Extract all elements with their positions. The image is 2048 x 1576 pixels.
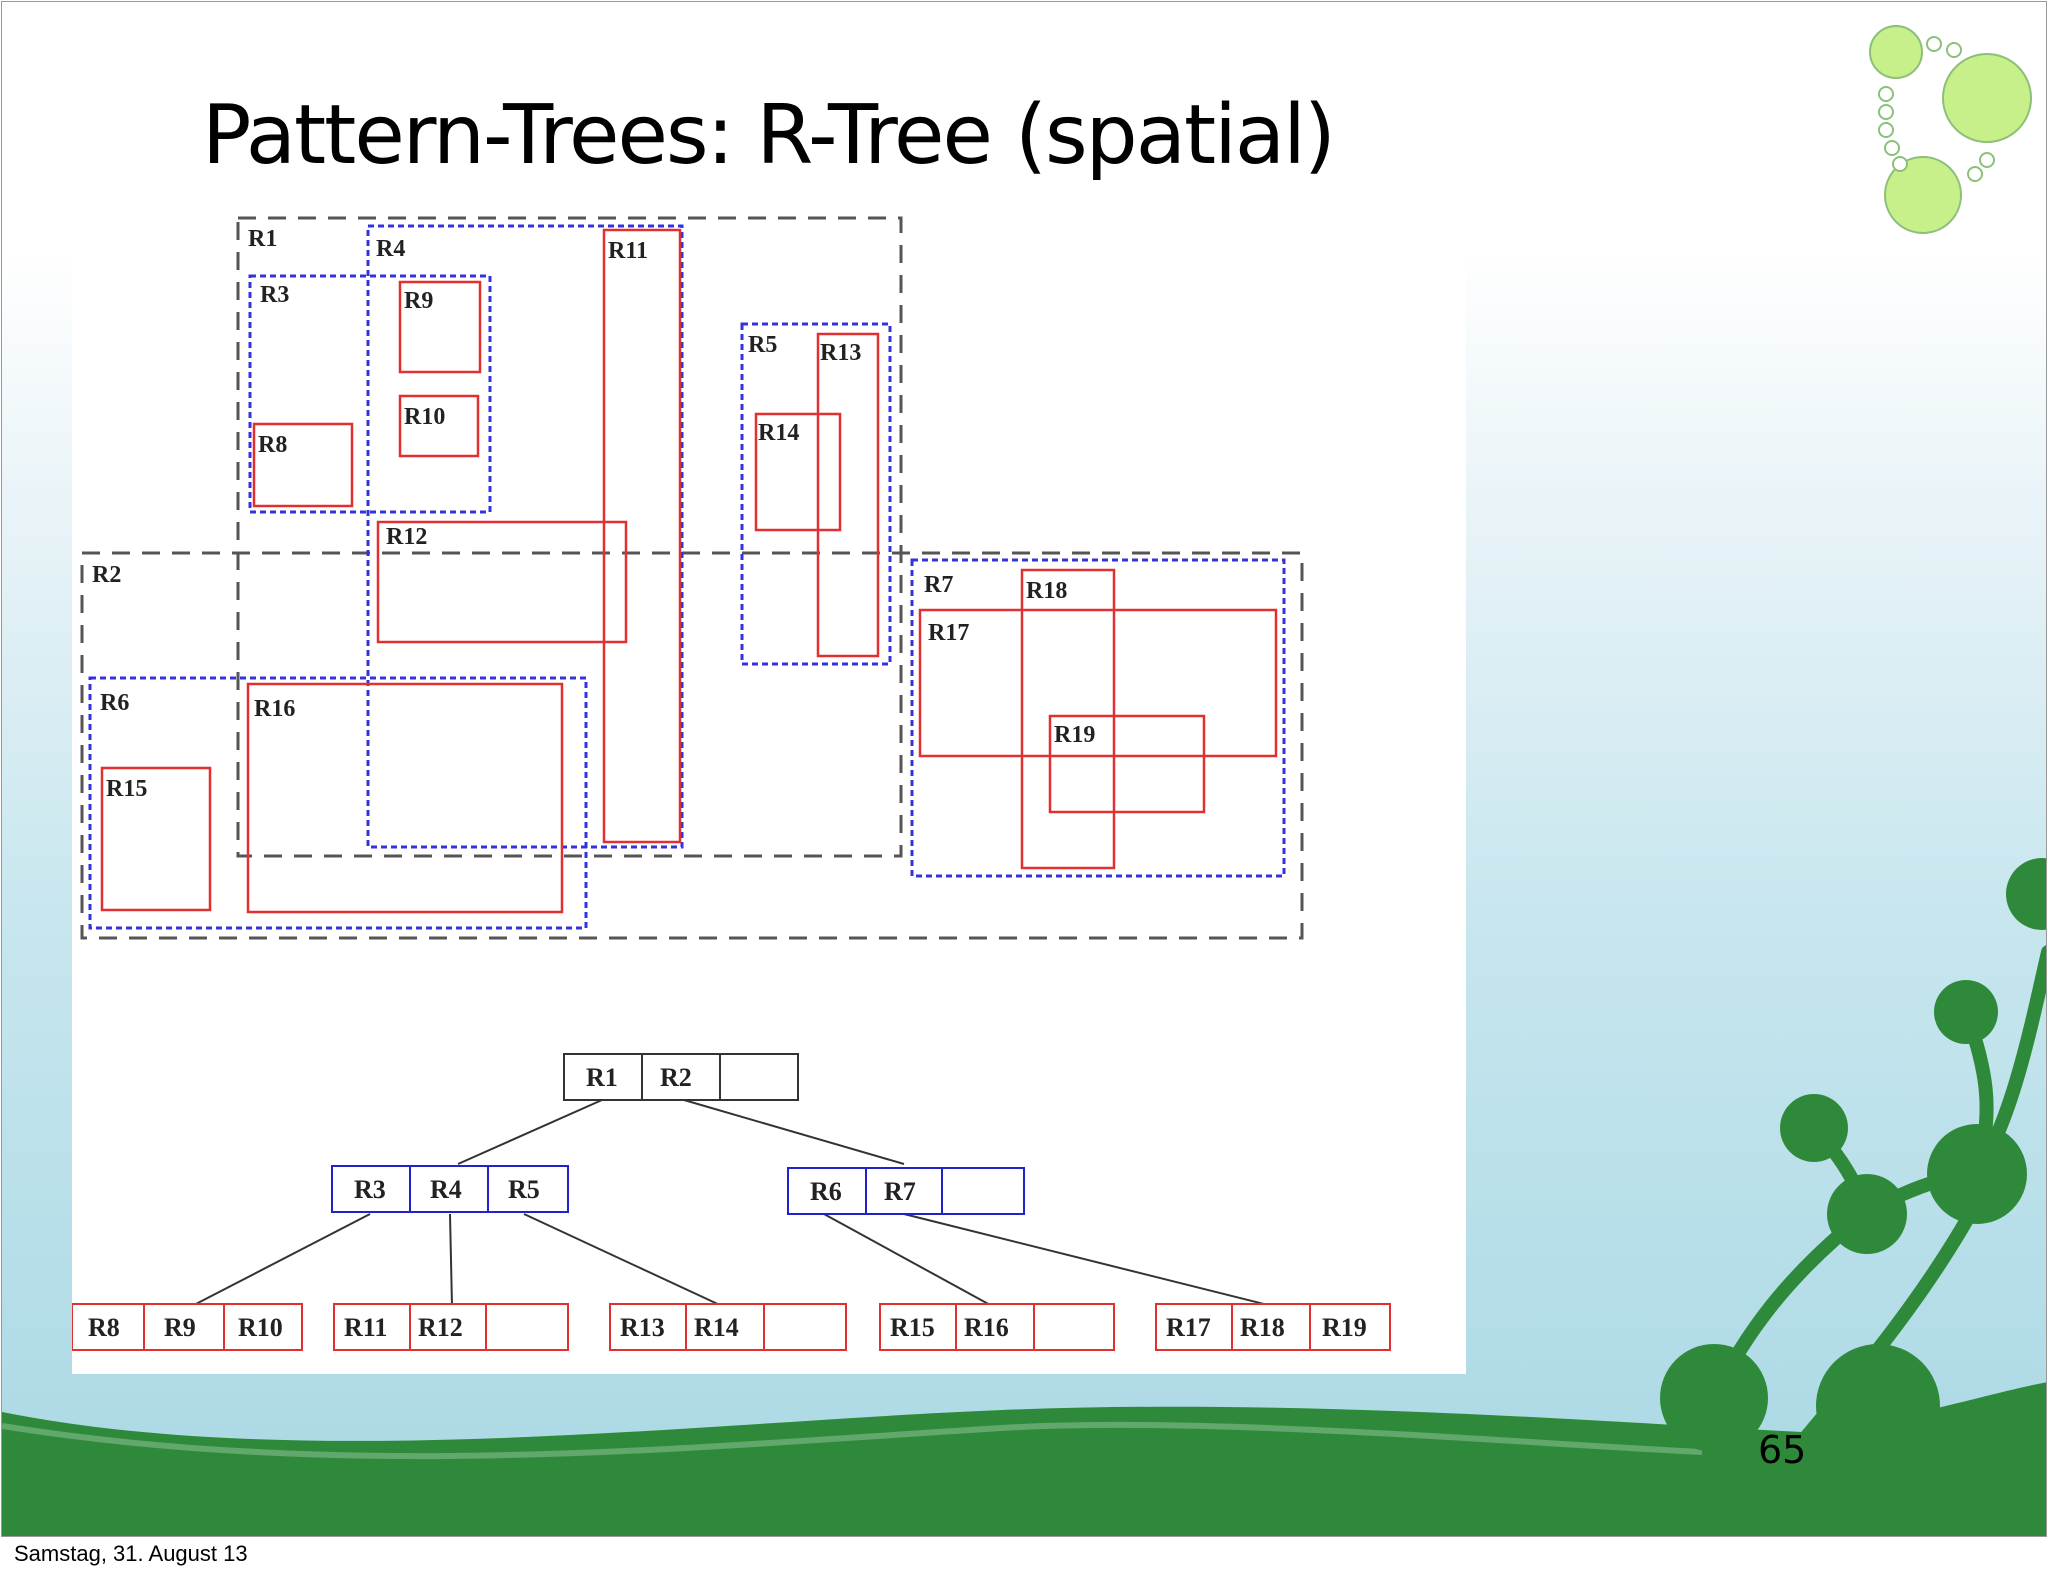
- tree-leaf-entry: R8: [88, 1313, 120, 1342]
- tree-node-entry: R7: [884, 1177, 916, 1206]
- tree-edges: [191, 1099, 1273, 1307]
- label-r3: R3: [260, 282, 289, 308]
- region-r7: [910, 558, 1286, 878]
- region-r4: [366, 224, 684, 849]
- region-r6: [88, 676, 588, 930]
- label-r9: R9: [404, 288, 433, 314]
- background-decoration: [2, 25, 2046, 1536]
- tree-leaf-entry: R14: [694, 1313, 739, 1342]
- slide-title: Pattern-Trees: R-Tree (spatial): [202, 88, 1336, 183]
- region-r3: [248, 274, 492, 514]
- region-r17: [918, 608, 1278, 758]
- label-r8: R8: [258, 432, 287, 458]
- tree-leaf-entry: R10: [238, 1313, 283, 1342]
- region-r11: [602, 228, 682, 844]
- rtree-figure: R1 R2 R3 R4 R5 R6 R7 R8 R9 R10 R11 R12 R…: [72, 216, 1466, 1374]
- region-r15: [100, 766, 212, 912]
- tree-node-r6-r7: R6 R7: [787, 1167, 1025, 1215]
- tree-leaf-r13-r14: R13 R14: [609, 1303, 847, 1351]
- tree-leaf-r11-r12: R11 R12: [333, 1303, 569, 1351]
- tree-leaf-entry: R11: [344, 1313, 387, 1342]
- label-r7: R7: [924, 572, 953, 598]
- tree-leaf-entry: R18: [1240, 1313, 1285, 1342]
- tree-node-entry: R6: [810, 1177, 842, 1206]
- region-r18: [1020, 568, 1116, 870]
- label-r11: R11: [608, 238, 648, 264]
- region-r13: [816, 332, 880, 658]
- region-r12: [376, 520, 628, 644]
- label-r6: R6: [100, 690, 129, 716]
- berry-icon: [1660, 858, 2046, 1468]
- tree-leaf-entry: R15: [890, 1313, 935, 1342]
- page-number: 65: [1758, 1428, 1807, 1472]
- tree-leaf-entry: R9: [164, 1313, 196, 1342]
- label-r1: R1: [248, 226, 277, 252]
- tree-leaf-r17-r18-r19: R17 R18 R19: [1155, 1303, 1391, 1351]
- region-r9: [398, 280, 482, 374]
- label-r18: R18: [1026, 578, 1067, 604]
- rtree-diagram: R1 R2 R3 R4 R5 R6 R7 R8 R9 R10 R11 R12 R…: [72, 216, 1391, 1351]
- label-r4: R4: [376, 236, 405, 262]
- slide: Pattern-Trees: R-Tree (spatial): [1, 1, 2047, 1537]
- label-r10: R10: [404, 404, 445, 430]
- label-r17: R17: [928, 620, 969, 646]
- tree-root-entry: R2: [660, 1063, 692, 1092]
- tree-node-entry: R5: [508, 1175, 540, 1204]
- label-r16: R16: [254, 696, 295, 722]
- label-r15: R15: [106, 776, 147, 802]
- label-r13: R13: [820, 340, 861, 366]
- tree-node-r3-r4-r5: R3 R4 R5: [331, 1165, 569, 1213]
- region-r1: [236, 216, 903, 858]
- bubbles-icon: [1869, 25, 2032, 234]
- tree-leaf-entry: R13: [620, 1313, 665, 1342]
- tree-leaf-entry: R12: [418, 1313, 463, 1342]
- region-r19: [1048, 714, 1206, 814]
- tree-leaf-r8-r9-r10: R8 R9 R10: [72, 1303, 303, 1351]
- label-r5: R5: [748, 332, 777, 358]
- light-hill: [2, 1421, 1703, 1460]
- tree-root-entry: R1: [586, 1063, 618, 1092]
- tree-root-node: R1 R2: [563, 1053, 799, 1101]
- region-r5: [740, 322, 892, 666]
- label-r19: R19: [1054, 722, 1095, 748]
- tree-leaf-r15-r16: R15 R16: [879, 1303, 1115, 1351]
- region-r14: [754, 412, 842, 532]
- label-r12: R12: [386, 524, 427, 550]
- tree-node-entry: R4: [430, 1175, 462, 1204]
- tree-leaf-entry: R16: [964, 1313, 1009, 1342]
- label-r2: R2: [92, 562, 121, 588]
- green-hill: [2, 1382, 2046, 1536]
- footer-date: Samstag, 31. August 13: [14, 1541, 248, 1566]
- region-r8: [252, 422, 354, 508]
- region-r16: [246, 682, 564, 914]
- label-r14: R14: [758, 420, 799, 446]
- tree-leaf-entry: R17: [1166, 1313, 1211, 1342]
- region-r2: [80, 551, 1304, 940]
- tree-node-entry: R3: [354, 1175, 386, 1204]
- region-r10: [398, 394, 480, 458]
- tree-leaf-entry: R19: [1322, 1313, 1367, 1342]
